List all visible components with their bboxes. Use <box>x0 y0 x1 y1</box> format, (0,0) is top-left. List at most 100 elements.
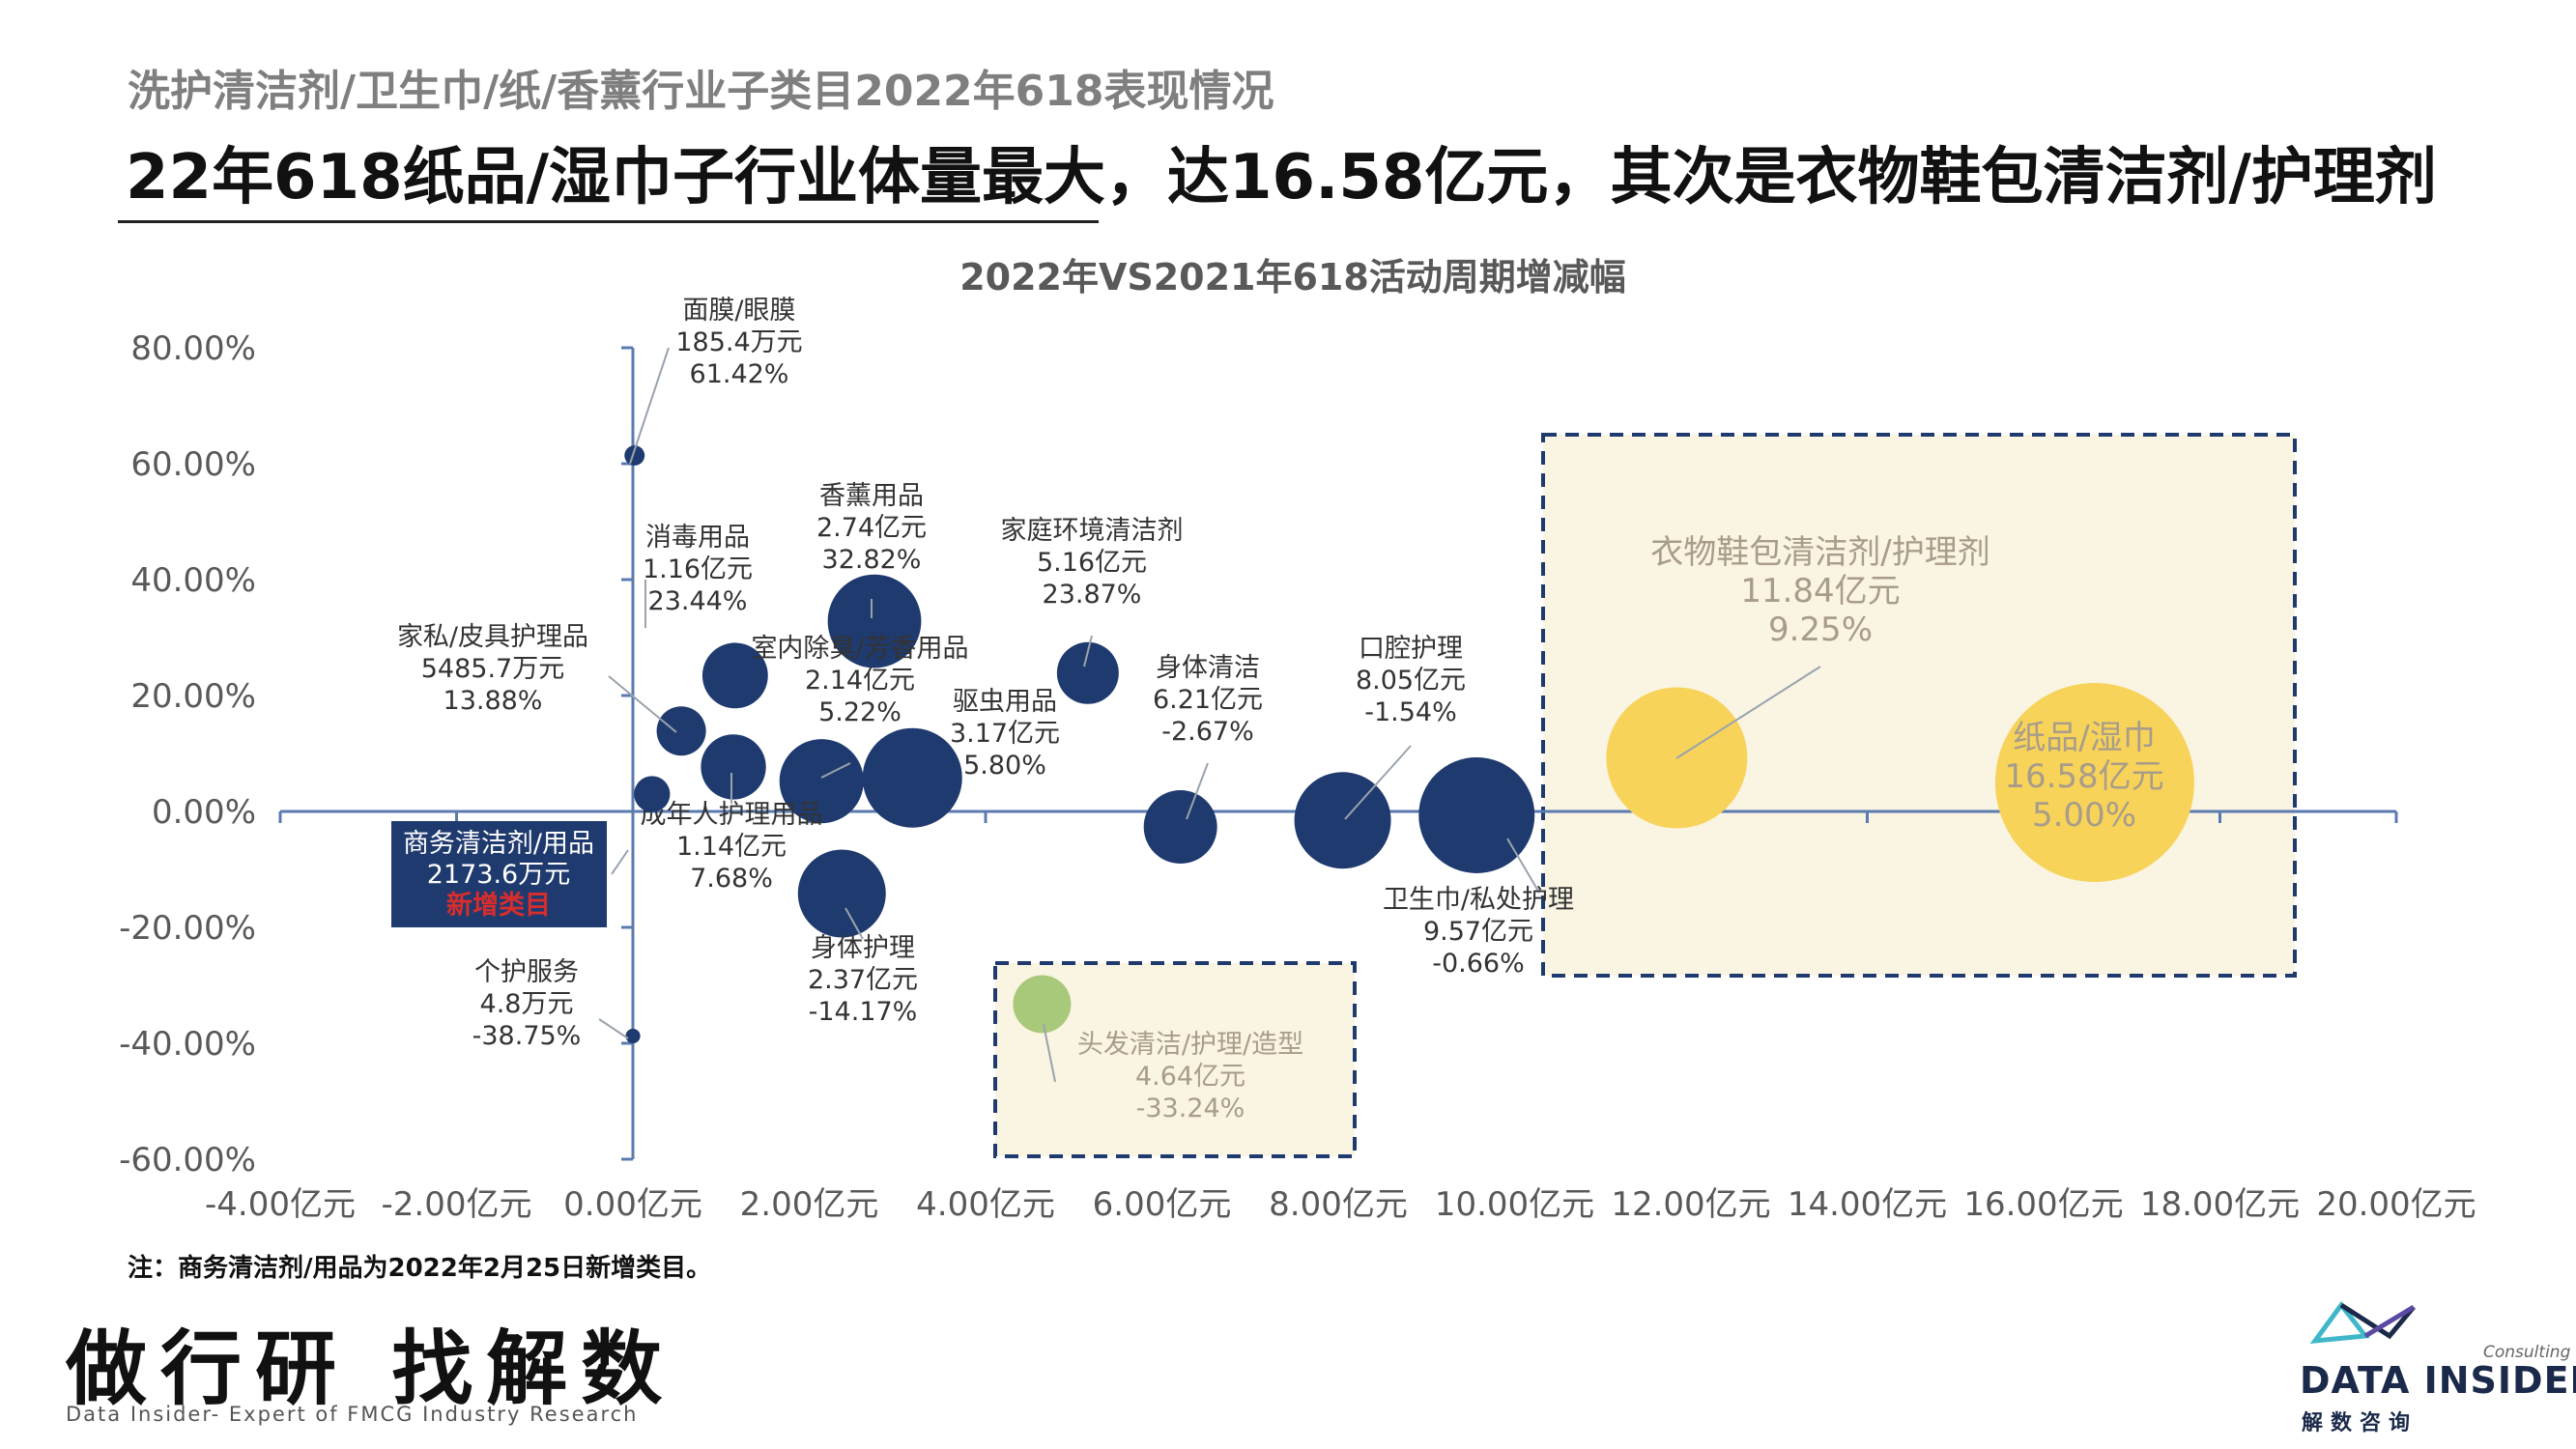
leader-line <box>1043 1023 1056 1083</box>
new-category-box <box>391 821 607 927</box>
page-subtitle: 洗护清洁剂/卫生巾/纸/香薰行业子类目2022年618表现情况 <box>128 67 1274 116</box>
data-label-growth: -2.67% <box>1161 717 1254 747</box>
bubble-point <box>1056 641 1119 704</box>
slogan-subtext: Data Insider- Expert of FMCG Industry Re… <box>66 1403 639 1426</box>
y-tick-label: 40.00% <box>130 561 256 600</box>
leader-line <box>1506 838 1540 894</box>
leader-line <box>1675 666 1821 759</box>
company-logo: Consulting DATA INSIDER 解数咨询 <box>2300 1290 2576 1435</box>
data-label-name: 消毒用品 <box>645 523 750 553</box>
x-tick-label: 18.00亿元 <box>2140 1185 2300 1224</box>
data-label-name: 驱虫用品 <box>953 687 1057 717</box>
bubble-point <box>1013 975 1072 1034</box>
data-label-amount: 2.74亿元 <box>816 513 927 543</box>
headline-underline <box>118 220 1099 223</box>
data-label-amount: 9.57亿元 <box>1423 917 1533 947</box>
data-label-name: 商务清洁剂/用品 <box>403 829 594 859</box>
y-tick-label: -20.00% <box>119 909 256 948</box>
data-label-name: 成年人护理用品 <box>641 800 823 830</box>
footnote: 注：商务清洁剂/用品为2022年2月25日新增类目。 <box>128 1254 712 1283</box>
data-label-name: 纸品/湿巾 <box>2013 719 2155 757</box>
logo-name: DATA INSIDER <box>2300 1359 2576 1402</box>
data-label-growth: 5.00% <box>2032 796 2136 835</box>
bubble-point <box>827 574 922 668</box>
data-label-amount: 185.4万元 <box>675 327 802 357</box>
logo-consulting-text: Consulting <box>2483 1343 2571 1362</box>
bubble-point <box>1294 772 1391 869</box>
leader-line <box>1186 762 1209 820</box>
y-tick-label: 0.00% <box>152 793 256 832</box>
data-label-growth: -38.75% <box>472 1021 582 1051</box>
leader-line <box>608 675 677 733</box>
data-label-name: 室内除臭/芳香用品 <box>751 634 968 664</box>
data-label-name: 头发清洁/护理/造型 <box>1077 1030 1303 1060</box>
data-label-growth: 9.25% <box>1768 611 1873 649</box>
data-label-growth: -1.54% <box>1364 697 1457 727</box>
data-label-amount: 2.37亿元 <box>808 965 918 995</box>
data-label-amount: 5.16亿元 <box>1037 548 1147 578</box>
bubble-point <box>656 706 706 756</box>
x-tick-label: 12.00亿元 <box>1611 1185 1770 1224</box>
bubble-point <box>1418 756 1535 873</box>
data-label-amount: 11.84亿元 <box>1740 572 1900 611</box>
leader-line <box>1083 635 1093 668</box>
data-label-name: 口腔护理 <box>1359 634 1463 664</box>
data-label-amount: 6.21亿元 <box>1153 685 1263 715</box>
leader-line <box>1344 745 1412 820</box>
data-label-growth: 23.87% <box>1043 580 1142 610</box>
data-label-growth: -14.17% <box>809 997 918 1027</box>
data-label-amount: 1.14亿元 <box>676 832 787 862</box>
bubble-point <box>625 1028 641 1044</box>
x-tick-label: 14.00亿元 <box>1788 1185 1947 1224</box>
data-label-growth: 5.22% <box>818 697 902 727</box>
x-tick-label: -2.00亿元 <box>382 1185 532 1224</box>
data-label-growth: 32.82% <box>822 545 922 575</box>
logo-mark-icon <box>2309 1300 2416 1345</box>
leader-line <box>820 762 851 779</box>
data-label-amount: 2173.6万元 <box>427 860 570 890</box>
x-tick-label: 4.00亿元 <box>916 1185 1055 1224</box>
data-label-growth: 61.42% <box>690 359 789 389</box>
data-label-name: 面膜/眼膜 <box>682 296 795 326</box>
data-label-name: 个护服务 <box>474 957 579 987</box>
leader-line <box>629 347 670 465</box>
data-label-amount: 8.05亿元 <box>1356 666 1466 696</box>
data-label-name: 身体清洁 <box>1156 653 1260 683</box>
data-label-amount: 5485.7万元 <box>421 654 564 684</box>
data-label-growth: 23.44% <box>648 586 748 616</box>
bubble-point <box>1994 683 2194 882</box>
y-tick-label: 80.00% <box>130 329 256 368</box>
logo-chinese-name: 解数咨询 <box>2302 1411 2419 1435</box>
data-label-amount: 4.64亿元 <box>1135 1062 1245 1092</box>
data-label-amount: 3.17亿元 <box>950 719 1060 749</box>
data-label-amount: 4.8万元 <box>480 989 574 1019</box>
bubble-point <box>701 642 768 709</box>
bubble-point <box>701 734 766 800</box>
x-tick-label: 0.00亿元 <box>563 1185 702 1224</box>
y-tick-label: 60.00% <box>130 445 256 484</box>
bubble-point <box>624 445 645 466</box>
bubble-point <box>1143 790 1217 865</box>
x-tick-label: 20.00亿元 <box>2316 1185 2476 1224</box>
data-label-growth: 7.68% <box>690 864 773 894</box>
data-label-growth: 13.88% <box>444 686 543 716</box>
data-label-name: 卫生巾/私处护理 <box>1383 885 1574 915</box>
data-label-amount: 1.16亿元 <box>643 554 753 584</box>
data-label-amount: 16.58亿元 <box>2004 757 2163 796</box>
leader-line <box>844 907 864 940</box>
data-label-growth: -0.66% <box>1432 949 1525 979</box>
slogan: 做行研 找解数 <box>66 1321 676 1416</box>
leader-line <box>598 1018 629 1039</box>
x-tick-label: 16.00亿元 <box>1963 1185 2123 1224</box>
data-label-amount: 2.14亿元 <box>805 666 915 696</box>
leader-line <box>611 849 629 875</box>
x-tick-label: 6.00亿元 <box>1093 1185 1232 1224</box>
page-headline: 22年618纸品/湿巾子行业体量最大，达16.58亿元，其次是衣物鞋包清洁剂/护… <box>126 142 2437 213</box>
x-tick-label: 10.00亿元 <box>1435 1185 1594 1224</box>
data-label-name: 家私/皮具护理品 <box>397 622 588 652</box>
highlight-box-small <box>993 961 1357 1158</box>
data-label-growth: 5.80% <box>963 751 1046 781</box>
data-label-name: 衣物鞋包清洁剂/护理剂 <box>1650 533 1989 572</box>
x-tick-label: -4.00亿元 <box>205 1185 356 1224</box>
